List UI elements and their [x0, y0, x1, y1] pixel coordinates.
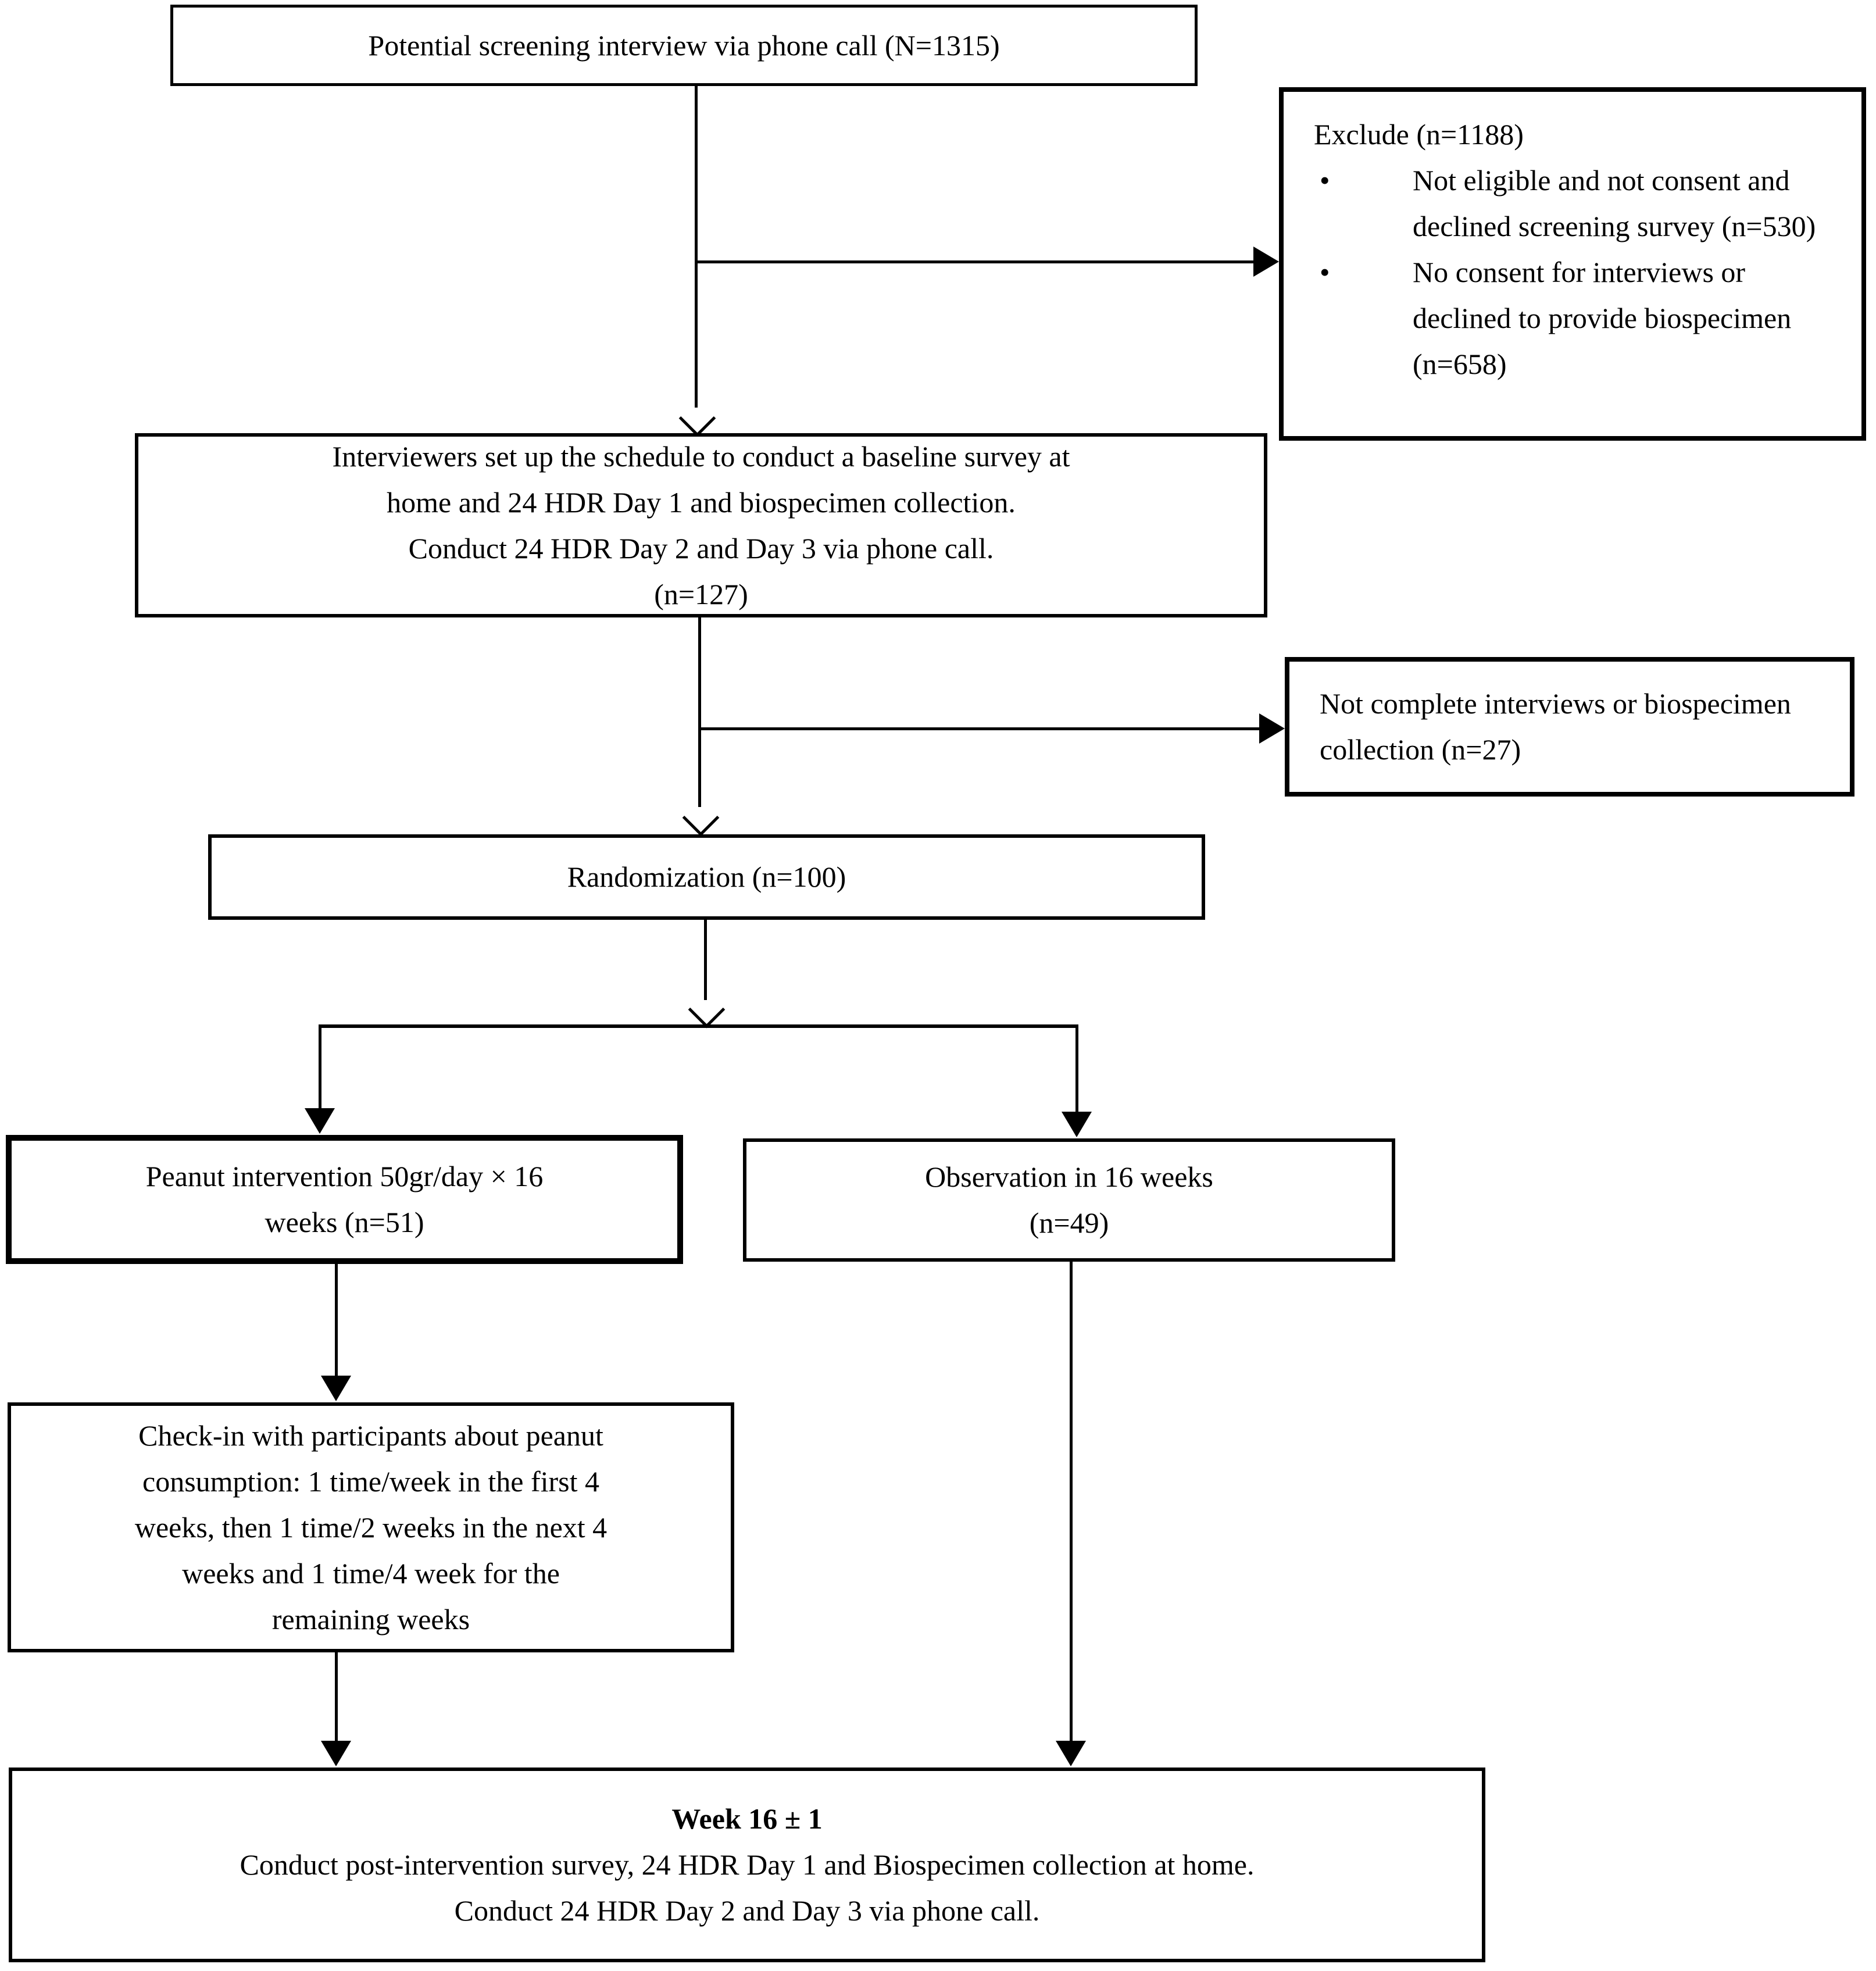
connector-checkin-to-week16	[335, 1651, 338, 1742]
arrowhead-into-split	[688, 991, 726, 1029]
arrowhead-into-peanut	[305, 1108, 335, 1134]
node-observation-line: Observation in 16 weeks	[925, 1161, 1213, 1193]
arrowhead-into-observation	[1062, 1112, 1092, 1137]
node-not-complete-text: Not complete interviews or biospecimen c…	[1320, 687, 1791, 766]
arrowhead-into-week16-left	[321, 1741, 351, 1766]
node-checkin-line: weeks and 1 time/4 week for the	[182, 1556, 560, 1590]
arrowhead-into-exclude	[1253, 247, 1279, 277]
arrowhead-into-checkin	[321, 1376, 351, 1401]
node-screening-text: Potential screening interview via phone …	[368, 28, 1000, 62]
arrowhead-into-randomization	[682, 799, 720, 837]
arrowhead-into-week16-right	[1056, 1741, 1086, 1766]
exclude-bullet-item: • Not eligible and not consent and decli…	[1314, 158, 1839, 249]
node-baseline-schedule-line: Interviewers set up the schedule to cond…	[332, 440, 1070, 473]
node-exclude: Exclude (n=1188) • Not eligible and not …	[1279, 87, 1866, 441]
node-peanut-intervention: Peanut intervention 50gr/day × 16 weeks …	[6, 1135, 683, 1264]
connector-peanut-to-checkin	[335, 1263, 338, 1377]
node-not-complete: Not complete interviews or biospecimen c…	[1285, 657, 1854, 797]
node-checkin-line: Check-in with participants about peanut	[138, 1419, 603, 1452]
node-baseline-schedule-line: home and 24 HDR Day 1 and biospecimen co…	[387, 485, 1016, 519]
connector-split-to-peanut	[319, 1024, 321, 1109]
node-baseline-schedule: Interviewers set up the schedule to cond…	[135, 433, 1267, 617]
node-baseline-schedule-line: Conduct 24 HDR Day 2 and Day 3 via phone…	[408, 531, 994, 565]
connector-to-not-complete	[699, 727, 1260, 730]
node-baseline-schedule-line: (n=127)	[654, 577, 748, 610]
connector-randomization-to-split	[704, 919, 707, 1000]
arrowhead-into-schedule	[678, 399, 716, 437]
node-week16-followup: Week 16 ± 1 Conduct post-intervention su…	[9, 1768, 1485, 1962]
node-exclude-title: Exclude (n=1188)	[1314, 118, 1524, 151]
node-observation: Observation in 16 weeks (n=49)	[743, 1138, 1395, 1262]
exclude-bullet-text: Not eligible and not consent and decline…	[1413, 164, 1816, 242]
node-peanut-line: Peanut intervention 50gr/day × 16	[145, 1160, 544, 1192]
node-week16-line: Conduct post-intervention survey, 24 HDR…	[240, 1848, 1255, 1881]
arrowhead-into-not-complete	[1259, 713, 1285, 744]
exclude-bullet-text: No consent for interviews or declined to…	[1413, 256, 1792, 380]
node-checkin: Check-in with participants about peanut …	[8, 1402, 734, 1652]
connector-observation-to-week16	[1070, 1261, 1073, 1742]
node-week16-heading: Week 16 ± 1	[671, 1802, 823, 1835]
exclude-bullet-item: • No consent for interviews or declined …	[1314, 249, 1839, 387]
node-checkin-line: consumption: 1 time/week in the first 4	[142, 1465, 599, 1498]
node-week16-line: Conduct 24 HDR Day 2 and Day 3 via phone…	[454, 1894, 1040, 1927]
bullet-icon: •	[1320, 256, 1330, 288]
connector-schedule-to-randomization	[698, 616, 701, 807]
connector-to-exclude	[695, 260, 1255, 263]
node-peanut-line: weeks (n=51)	[265, 1206, 424, 1238]
node-checkin-line: weeks, then 1 time/2 weeks in the next 4	[134, 1511, 608, 1544]
bullet-icon: •	[1320, 164, 1330, 197]
node-observation-line: (n=49)	[1029, 1206, 1109, 1239]
connector-screening-to-schedule	[695, 85, 698, 408]
node-screening-interview: Potential screening interview via phone …	[170, 5, 1198, 86]
branch-split-line	[320, 1024, 1078, 1028]
node-randomization: Randomization (n=100)	[208, 834, 1205, 920]
node-checkin-line: remaining weeks	[271, 1602, 470, 1636]
node-randomization-text: Randomization (n=100)	[567, 860, 846, 893]
connector-split-to-observation	[1075, 1024, 1078, 1112]
